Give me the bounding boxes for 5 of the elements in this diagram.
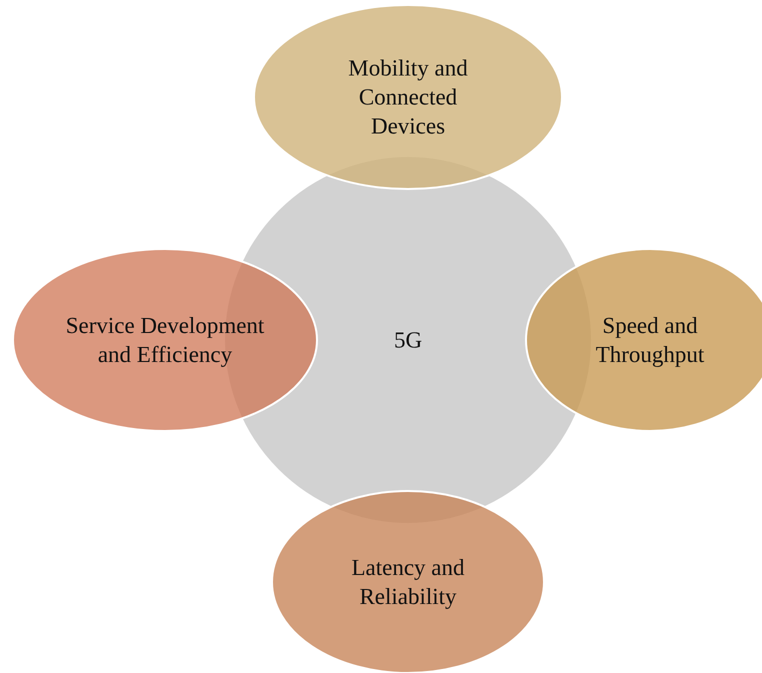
node-label: Mobility and Connected Devices (347, 54, 469, 140)
node-label: 5G (392, 326, 424, 354)
node-label: Latency and Reliability (350, 554, 466, 611)
node-label: Speed and Throughput (594, 312, 706, 369)
node-label: Service Development and Efficiency (64, 312, 266, 369)
